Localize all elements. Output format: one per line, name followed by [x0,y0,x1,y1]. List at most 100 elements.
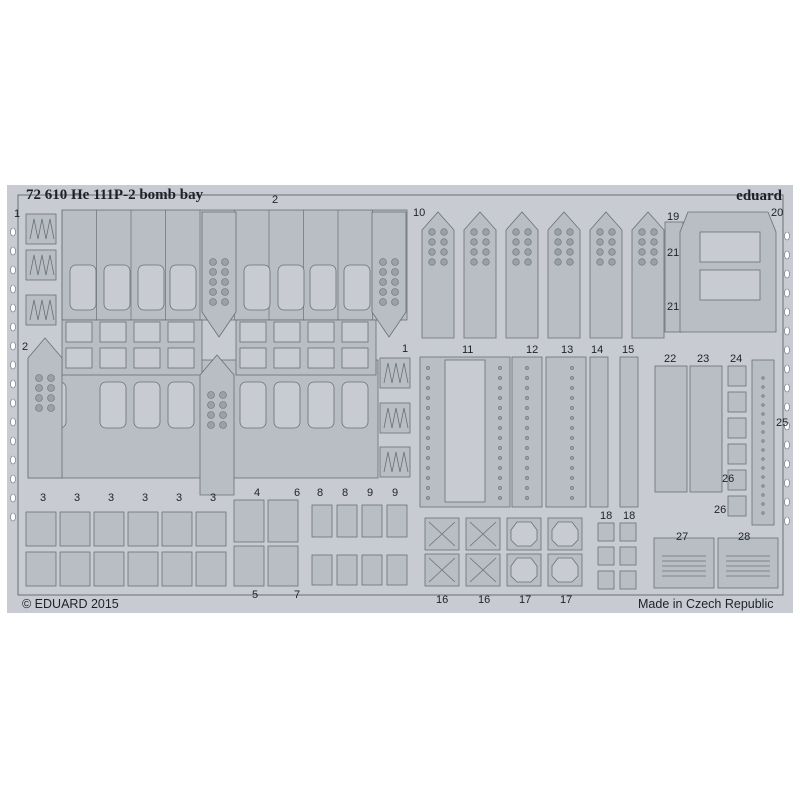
rivet-hole [608,238,616,246]
part-number-label: 14 [591,344,604,356]
rivet-hole [379,278,387,286]
rivet-hole [47,384,55,392]
rivet-hole [426,416,430,420]
part-8-9 [336,554,358,586]
beam-part-14 [589,356,609,508]
rivet-hole [608,248,616,256]
rivet-hole [47,404,55,412]
pointed-panel [201,211,237,338]
rivet-hole [761,511,765,515]
rivet-hole [470,238,478,246]
rivet-hole [570,496,574,500]
rivet-hole [512,228,520,236]
bracket-cross [469,557,497,583]
panel-window [103,264,131,311]
rivet-hole [570,396,574,400]
origin-text: Made in Czech Republic [638,597,774,611]
rivet-hole [525,376,529,380]
rivet-hole [221,298,229,306]
frame-cutout [133,347,161,369]
part-18 [597,570,615,590]
teardrop-hole [10,436,16,446]
strip-part-10 [589,211,623,339]
rivet-hole [470,258,478,266]
rivet-hole [35,394,43,402]
door-part-3 [59,511,91,547]
panel-window [277,264,305,311]
rivet-hole [570,436,574,440]
rivet-hole [426,386,430,390]
panel-window [137,264,165,311]
teardrop-hole [10,493,16,503]
rivet-hole [512,248,520,256]
beam-part-13 [545,356,587,508]
door-part-3 [25,511,57,547]
rivet-hole [608,258,616,266]
part-number-label: 16 [436,594,449,606]
teardrop-hole [10,265,16,275]
clip-detail [399,407,409,429]
rivet-hole [391,268,399,276]
clip-part-1 [25,249,57,281]
rivet-hole [221,288,229,296]
part-number-label: 27 [676,531,689,543]
pointed-panel [199,354,235,496]
door-part-3 [93,511,125,547]
door-part-3 [59,551,91,587]
teardrop-hole [784,269,790,279]
rivet-hole [498,426,502,430]
teardrop-hole [10,398,16,408]
rivet-hole [761,484,765,488]
part-24 [727,469,747,491]
rivet-hole [426,376,430,380]
teardrop-hole [10,246,16,256]
rivet-hole [207,411,215,419]
rivet-hole [524,248,532,256]
teardrop-hole [10,417,16,427]
part-number-label: 17 [560,594,573,606]
part-number-label: 8 [342,487,349,499]
rivet-hole [35,384,43,392]
panel-window [99,381,127,429]
rivet-hole [525,496,529,500]
panel-window [243,264,271,311]
rivet-hole [512,238,520,246]
teardrop-hole [784,459,790,469]
teardrop-hole [10,322,16,332]
bracket-cross [428,557,456,583]
bracket-octagon [551,557,579,583]
part-27 [653,537,715,589]
clip-detail [45,254,55,276]
rivet-hole [570,426,574,430]
panel-window [169,264,197,311]
teardrop-hole [10,341,16,351]
part-number-label: 5 [252,589,259,601]
rivet-hole [525,456,529,460]
rivet-hole [498,476,502,480]
rivet-hole [570,416,574,420]
rivet-hole [596,258,604,266]
rivet-hole [221,278,229,286]
part-22 [654,365,688,493]
rivet-hole [391,258,399,266]
teardrop-hole [784,383,790,393]
part-8-9 [311,504,333,538]
clip-detail [391,362,401,384]
frame-cutout [167,321,195,343]
clip-detail [399,362,409,384]
clip-detail [37,254,47,276]
teardrop-hole [784,440,790,450]
panel-window [239,381,267,429]
rivet-hole [209,298,217,306]
rivet-hole [498,416,502,420]
door-part-3 [195,551,227,587]
beam-cutout [444,359,486,503]
clip-detail [45,218,55,240]
rivet-hole [498,396,502,400]
part-24 [727,365,747,387]
rivet-hole [482,238,490,246]
rivet-hole [35,404,43,412]
bracket-cross [469,521,497,547]
rivet-hole [426,496,430,500]
